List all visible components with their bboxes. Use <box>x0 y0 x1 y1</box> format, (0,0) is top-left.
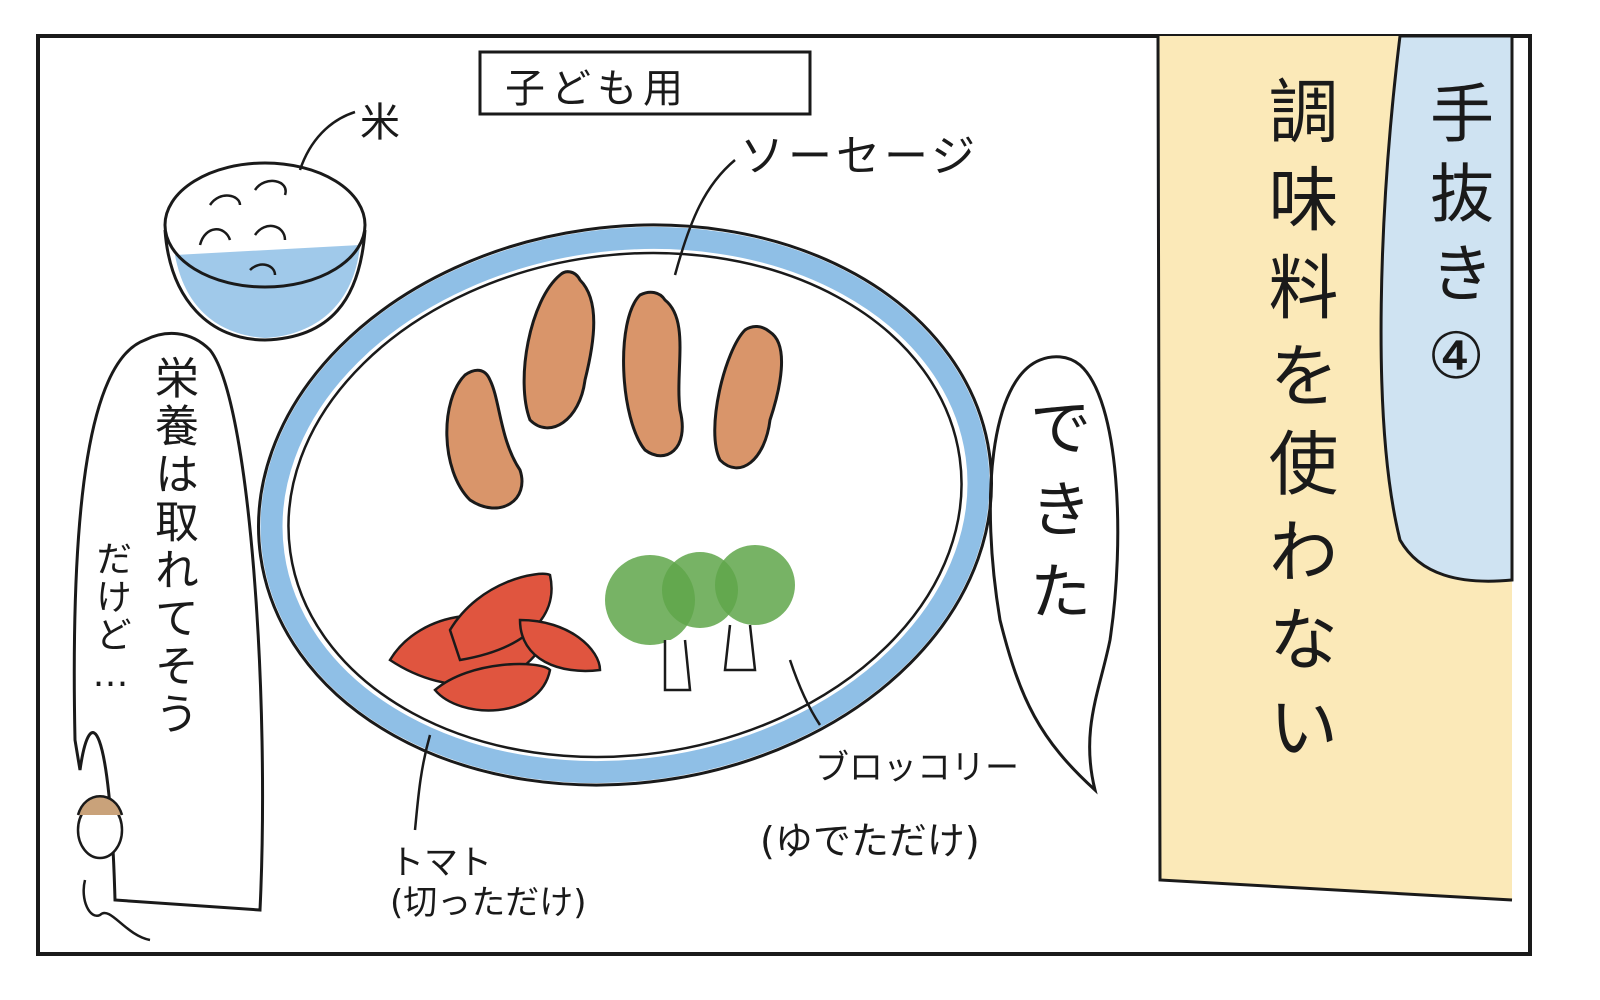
speech-left-line2: だけど… <box>90 540 131 697</box>
tomatoes-icon <box>388 572 602 712</box>
label-box <box>478 50 812 116</box>
speech-bubble-right <box>988 355 1120 795</box>
rice-label: 米 <box>360 100 400 146</box>
tip-bubble <box>1379 34 1514 583</box>
broccoli-icon <box>605 545 795 692</box>
rice-bowl-icon <box>163 110 367 342</box>
title-main: 調味料を使わない <box>1257 75 1339 779</box>
title-tip: 手抜き④ <box>1419 80 1493 410</box>
broccoli-label: ブロッコリー <box>815 748 1019 788</box>
tomato-note: (切っただけ) <box>390 883 587 923</box>
label-box-text: 子ども用 <box>505 66 689 112</box>
speech-left-line1: 栄養は取れてそう <box>147 355 198 739</box>
plate-icon <box>257 223 993 787</box>
panel-frame <box>36 34 1532 956</box>
speech-right: できた <box>1019 395 1092 641</box>
broccoli-note: (ゆでただけ) <box>760 819 980 863</box>
sausage-label: ソーセージ <box>740 131 980 182</box>
speech-bubble-left <box>72 331 265 912</box>
character-icon <box>76 795 151 942</box>
sausages-icon <box>445 270 783 510</box>
tomato-label: トマト <box>390 843 492 883</box>
